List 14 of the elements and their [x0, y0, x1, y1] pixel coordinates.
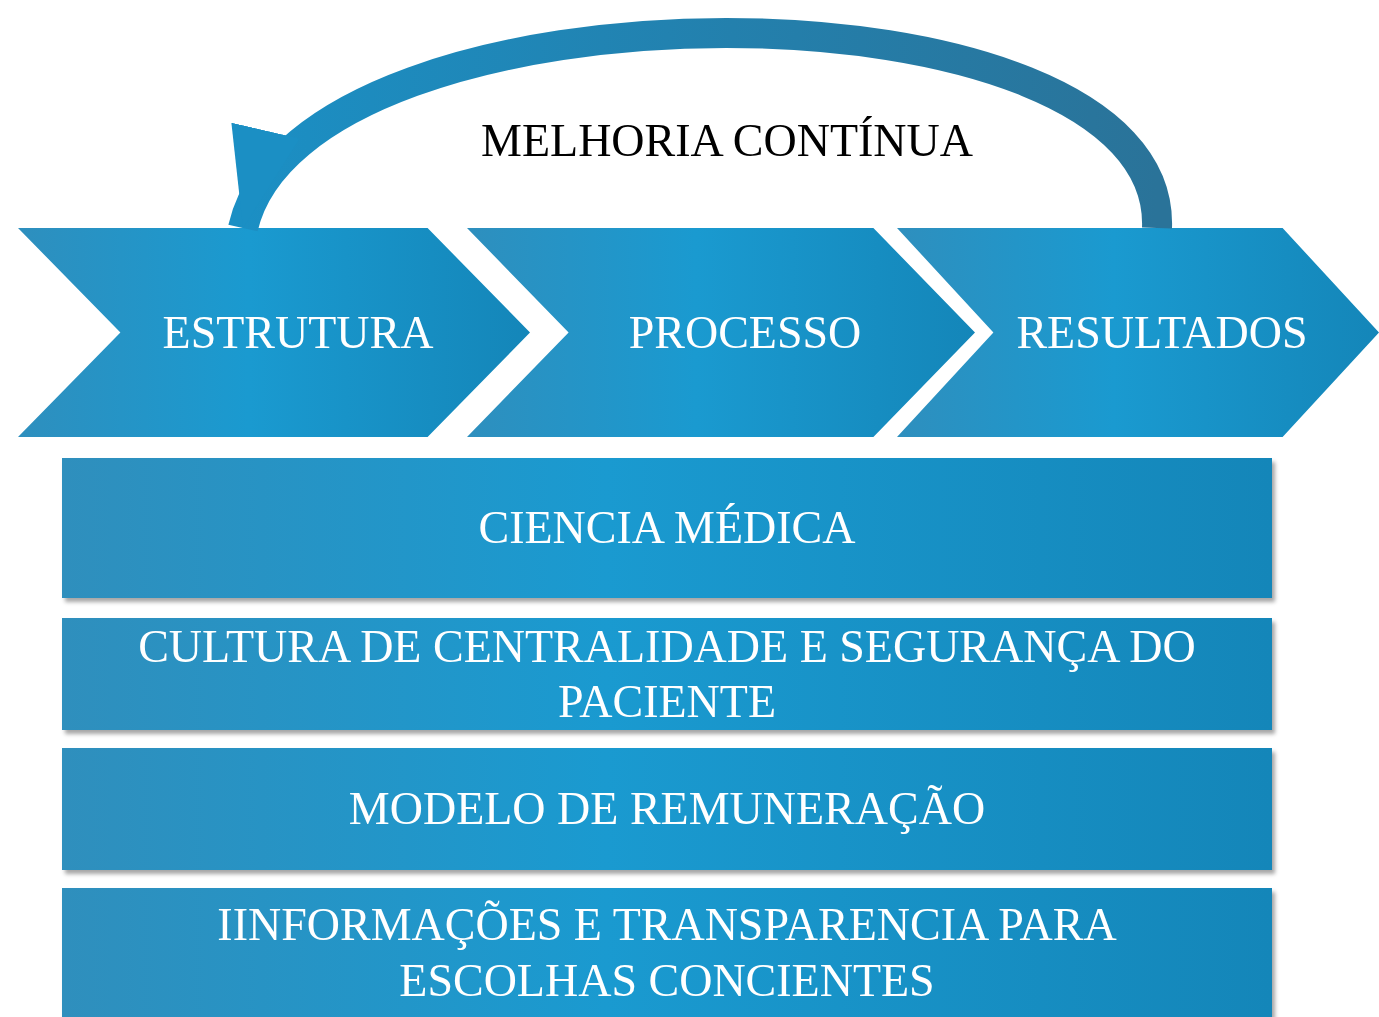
chevron-shape	[897, 228, 1379, 437]
chevron-shape	[18, 228, 530, 437]
edge-label: MELHORIA CONTÍNUA	[481, 113, 973, 167]
text-bar	[62, 458, 1272, 598]
bar-label: IINFORMAÇÕES E TRANSPARENCIA PARA ESCOLHAS CONCIENTES	[216, 898, 1118, 1008]
text-bar	[62, 748, 1272, 870]
text-bar	[62, 888, 1272, 1017]
bar-label: CULTURA DE CENTRALIDADE E SEGURANÇA DO PACIENTE	[137, 619, 1197, 729]
bar-label: CIENCIA MÉDICA	[478, 501, 856, 556]
chevron-label: PROCESSO	[628, 305, 862, 360]
chevron-label: RESULTADOS	[1016, 305, 1308, 360]
bar-label: MODELO DE REMUNERAÇÃO	[348, 782, 986, 837]
chevron-shape	[467, 228, 975, 437]
chevron-label: ESTRUTURA	[162, 305, 434, 360]
